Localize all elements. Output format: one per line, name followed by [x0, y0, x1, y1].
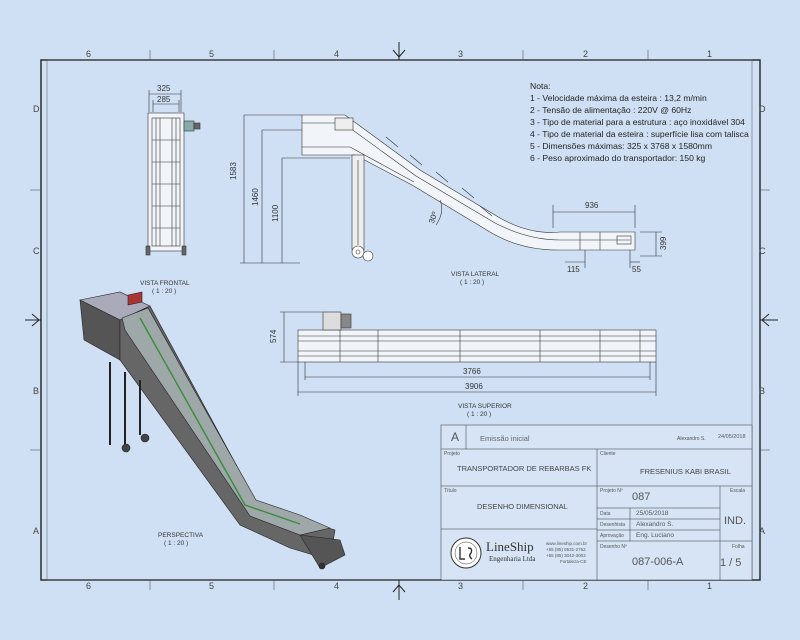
label-data: Data: [600, 511, 611, 517]
label-desenho-no: Desenho Nº: [600, 544, 627, 550]
top-dim-3906: 3906: [465, 382, 483, 391]
note-item-3: 3 - Tipo de material para a estrutura : …: [530, 117, 745, 127]
lateral-dim-55: 55: [632, 265, 641, 274]
top-dim-574: 574: [269, 329, 278, 343]
label-projeto-no: Projeto Nº: [600, 488, 623, 494]
label-desenhista: Desenhista: [600, 522, 626, 528]
zone-col-2-bottom: 2: [583, 581, 589, 591]
zone-col-4-bottom: 4: [334, 581, 340, 591]
note-item-4: 4 - Tipo de material da esteira : superf…: [530, 129, 749, 139]
desenhista-value: Alexandro S.: [636, 521, 674, 528]
lateral-dim-399: 399: [659, 236, 668, 250]
escala-value: IND.: [724, 515, 746, 527]
label-projeto: Projeto: [444, 451, 460, 457]
lateral-dim-1100: 1100: [271, 204, 280, 222]
lateral-dim-1460: 1460: [251, 188, 260, 206]
lateral-dim-1583: 1583: [229, 162, 238, 180]
zone-row-a-left: A: [33, 526, 40, 536]
top-view: [280, 311, 657, 396]
aprovacao-value: Eng. Luciano: [636, 532, 674, 539]
company-subtitle: Engenharia Ltda: [489, 555, 536, 563]
front-view: [145, 90, 201, 256]
front-dim-285: 285: [157, 95, 171, 104]
title-block: [440, 424, 753, 581]
label-titulo: Título: [444, 488, 457, 494]
label-folha: Folha: [732, 544, 745, 550]
zone-row-b-right: B: [759, 386, 766, 396]
front-view-scale: ( 1 : 20 ): [152, 288, 177, 295]
top-dim-3766: 3766: [463, 367, 481, 376]
company-phone-2: +55 (85) 3042-3003: [546, 553, 586, 558]
notes-block: Nota: 1 - Velocidade máxima da esteira :…: [530, 80, 749, 164]
projeto-value: TRANSPORTADOR DE REBARBAS FK: [457, 464, 592, 473]
lateral-view-scale: ( 1 : 20 ): [460, 279, 485, 286]
zone-row-c-left: C: [33, 246, 40, 256]
label-aprovacao: Aprovação: [600, 533, 624, 539]
revision-letter: A: [451, 430, 460, 444]
titulo-value: DESENHO DIMENSIONAL: [477, 502, 568, 511]
revision-description: Emissão inicial: [480, 434, 530, 443]
note-item-6: 6 - Peso aproximado do transportador: 15…: [530, 153, 706, 163]
company-name: LineShip: [486, 539, 534, 554]
projeto-no-value: 087: [632, 491, 651, 503]
perspective-view-scale: ( 1 : 20 ): [164, 540, 189, 547]
note-item-5: 5 - Dimensões máximas: 325 x 3768 x 1580…: [530, 141, 712, 151]
zone-col-2-top: 2: [583, 49, 589, 59]
perspective-view-label: PERSPECTIVA: [158, 532, 204, 539]
company-phone-1: +55 (85) 9531-2752: [546, 547, 586, 552]
zone-ticks: [30, 50, 770, 590]
note-item-1: 1 - Velocidade máxima da esteira : 13,2 …: [530, 93, 707, 103]
company-website: www.lineship.com.br: [546, 541, 588, 546]
lineship-logo: [450, 537, 482, 569]
zone-col-5-top: 5: [209, 49, 215, 59]
zone-col-6-top: 6: [86, 49, 92, 59]
zone-row-a-right: A: [759, 526, 766, 536]
zone-row-c-right: C: [759, 246, 766, 256]
zone-col-1-top: 1: [707, 49, 713, 59]
notes-title: Nota:: [530, 81, 551, 91]
label-cliente: Cliente: [600, 451, 616, 457]
company-city: Fortaleza-CE: [560, 559, 587, 564]
centering-marks: [25, 42, 778, 600]
label-escala: Escala: [730, 488, 746, 494]
cliente-value: FRESENIUS KABI BRASIL: [640, 467, 731, 476]
zone-row-d-left: D: [33, 104, 40, 114]
zone-col-3-bottom: 3: [458, 581, 464, 591]
note-item-2: 2 - Tensão de alimentação : 220V @ 60Hz: [530, 105, 692, 115]
top-view-label: VISTA SUPERIOR: [458, 403, 512, 410]
zone-row-b-left: B: [33, 386, 40, 396]
zone-col-5-bottom: 5: [209, 581, 215, 591]
zone-col-6-bottom: 6: [86, 581, 92, 591]
desenho-no-value: 087-006-A: [632, 556, 684, 568]
lateral-dim-936: 936: [585, 201, 599, 210]
zone-col-1-bottom: 1: [707, 581, 713, 591]
folha-value: 1 / 5: [720, 557, 742, 569]
top-view-scale: ( 1 : 20 ): [467, 411, 492, 418]
front-dim-325: 325: [157, 84, 171, 93]
front-view-label: VISTA FRONTAL: [140, 280, 190, 287]
zone-row-d-right: D: [759, 104, 766, 114]
data-value: 25/05/2018: [636, 510, 669, 517]
revision-author: Alexandro S.: [677, 436, 706, 442]
zone-col-4-top: 4: [334, 49, 340, 59]
lateral-view-label: VISTA LATERAL: [451, 271, 500, 278]
lateral-view: [240, 114, 662, 268]
revision-date: 24/05/2018: [718, 434, 746, 440]
lateral-dim-115: 115: [567, 265, 580, 274]
zone-col-3-top: 3: [458, 49, 464, 59]
perspective-view: [79, 291, 346, 570]
